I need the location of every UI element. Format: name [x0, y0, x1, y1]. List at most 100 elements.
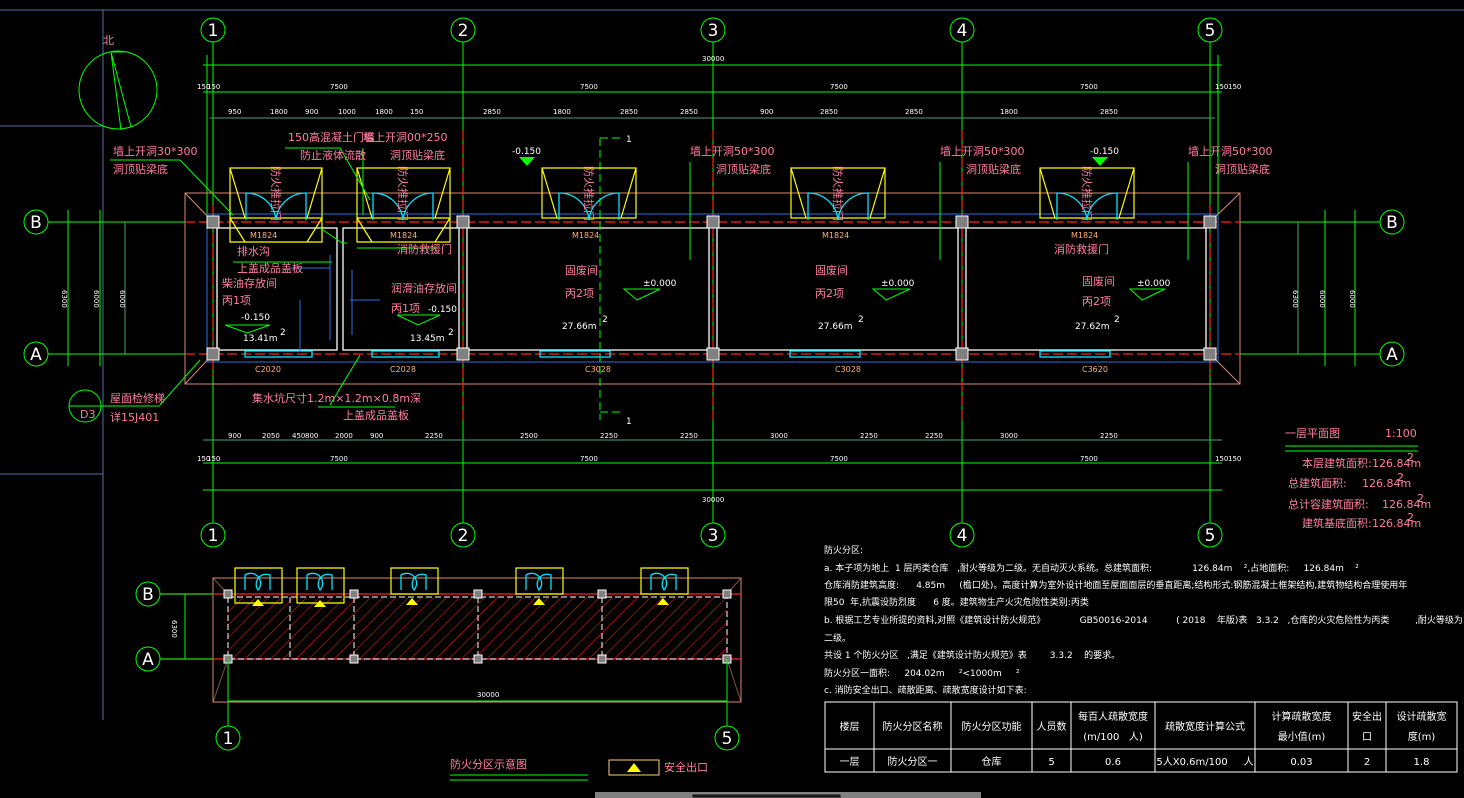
table-cell: 1.8 [1414, 757, 1430, 768]
axis-bubble-5-top: 5 [1197, 17, 1223, 43]
columns [206, 215, 1217, 361]
axis-bubble-3-bottom: 3 [700, 522, 726, 548]
mini-axis-A: A [135, 646, 161, 672]
fire-compartment-diagram: 6300 30000 B A 1 5 防火分区示意图 安全出口 [135, 567, 742, 781]
dimension-text: 6000 [118, 290, 126, 308]
svg-text:2: 2 [458, 21, 469, 41]
windows [244, 350, 1111, 358]
mini-axis-5: 5 [714, 725, 740, 751]
svg-text:柴油存放间: 柴油存放间 [222, 276, 277, 290]
svg-text:润滑油存放间: 润滑油存放间 [391, 281, 457, 295]
dimension-text: 900 [760, 108, 773, 116]
exit-legend-icon [627, 763, 641, 772]
drain-label: 排水沟 [237, 244, 270, 258]
dimension-text: 7500 [330, 455, 348, 463]
dimension-text: 150 [410, 108, 423, 116]
door-code: M1824 [390, 231, 417, 240]
mini-axis-B: B [135, 581, 161, 607]
dimension-text: 2850 [905, 108, 923, 116]
table-header: 人员数 [1037, 720, 1067, 733]
svg-text:27.62m: 27.62m [1075, 322, 1110, 332]
dimension-text: 1000 [338, 108, 356, 116]
svg-text:-0.150: -0.150 [428, 305, 457, 315]
dimension-text: 2850 [1100, 108, 1118, 116]
dimension-text: 6300 [1291, 290, 1299, 308]
svg-text:c. 消防安全出口、疏散距离、疏散宽度设计如下表:: c. 消防安全出口、疏散距离、疏散宽度设计如下表: [824, 684, 1027, 696]
dimension-text: 1800 [553, 108, 571, 116]
svg-text:固废间: 固废间 [815, 263, 848, 277]
dimension-overall: 30000 [702, 496, 724, 504]
axis-bubble-2-top: 2 [450, 17, 476, 43]
section-mark: 1 [626, 417, 632, 427]
svg-text:C2020: C2020 [255, 365, 281, 374]
svg-text:126.84m: 126.84m [1372, 457, 1421, 470]
svg-text:防火推拉门: 防火推拉门 [269, 166, 283, 221]
dimension-text: 2000 [335, 432, 353, 440]
svg-text:1: 1 [208, 21, 219, 41]
command-bar[interactable] [595, 792, 981, 798]
svg-text:防火推拉门: 防火推拉门 [396, 166, 410, 221]
svg-text:B: B [30, 213, 42, 233]
dimension-text: 7500 [580, 455, 598, 463]
table-header: (m/100 人) [1083, 731, 1143, 743]
svg-text:2: 2 [1417, 492, 1424, 505]
table-header: 楼层 [840, 720, 860, 733]
table-header: 防火分区功能 [962, 720, 1022, 733]
svg-text:总建筑面积:: 总建筑面积: [1288, 476, 1347, 490]
dimension-text: 3000 [770, 432, 788, 440]
svg-text:5: 5 [722, 729, 733, 749]
svg-text:13.45m: 13.45m [410, 334, 445, 344]
svg-text:建筑基底面积:: 建筑基底面积: [1302, 516, 1372, 530]
dimension-text: 950 [228, 108, 241, 116]
svg-text:27.66m: 27.66m [562, 322, 597, 332]
table-cell: 仓库 [982, 755, 1002, 768]
dimension-text: 7500 [830, 455, 848, 463]
dimension-text: 2850 [820, 108, 838, 116]
floor-plan [110, 130, 1241, 420]
opening-note: 墙上开洞00*250 [363, 130, 448, 144]
dimension-text: 2050 [262, 432, 280, 440]
svg-text:2: 2 [1397, 471, 1404, 484]
table-header: 安全出 [1352, 710, 1382, 723]
svg-text:C3028: C3028 [835, 365, 861, 374]
svg-text:±0.000: ±0.000 [881, 279, 915, 289]
svg-text:固废间: 固废间 [565, 263, 598, 277]
svg-text:4: 4 [957, 526, 968, 546]
dimension-text: 900 [370, 432, 383, 440]
svg-text:丙1项: 丙1项 [391, 302, 420, 315]
svg-text:±0.000: ±0.000 [643, 279, 677, 289]
dimension-text: 7500 [580, 83, 598, 91]
dimension-text: 150 [1228, 83, 1241, 91]
plan-title: 一层平面图 [1285, 427, 1340, 440]
table-cell: 防火分区一 [888, 755, 938, 768]
north-arrow-icon: 北 [78, 34, 158, 131]
svg-text:2: 2 [448, 328, 454, 338]
dimension-text: 150 [1215, 83, 1228, 91]
table-header: 每百人疏散宽度 [1078, 710, 1148, 723]
axis-bubble-5-bottom: 5 [1197, 522, 1223, 548]
axis-bubble-1-bottom: 1 [200, 522, 226, 548]
table-header: 疏散宽度计算公式 [1165, 720, 1245, 733]
svg-text:126.84m: 126.84m [1382, 498, 1431, 511]
svg-text:2: 2 [1407, 451, 1414, 464]
svg-text:b. 根据工艺专业所提的资料,对照《建筑设计防火规范》: b. 根据工艺专业所提的资料,对照《建筑设计防火规范》 GB50016-2014… [824, 614, 1463, 626]
mini-title: 防火分区示意图 [450, 757, 527, 771]
door-code: M1824 [1071, 231, 1098, 240]
opening-note: 墙上开洞30*300 [113, 144, 198, 158]
opening-note: 墙上开洞50*300 [690, 144, 775, 158]
table-cell: 0.6 [1105, 757, 1121, 768]
svg-text:±0.000: ±0.000 [1137, 279, 1171, 289]
svg-text:13.41m: 13.41m [243, 334, 278, 344]
axis-bubble-A-right: A [1379, 341, 1405, 367]
dimension-text: 6000 [1318, 290, 1326, 308]
dimension-text: 6000 [92, 290, 100, 308]
dimension-text: 2500 [520, 432, 538, 440]
svg-text:5: 5 [1205, 526, 1216, 546]
svg-text:126.84m: 126.84m [1362, 477, 1411, 490]
rescue-door-label: 消防救援门 [1054, 242, 1109, 256]
opening-note: 墙上开洞50*300 [1188, 144, 1273, 158]
threshold-note: 150高混凝土门槛 [288, 130, 375, 144]
beam-note: 洞顶贴梁底 [966, 162, 1021, 176]
